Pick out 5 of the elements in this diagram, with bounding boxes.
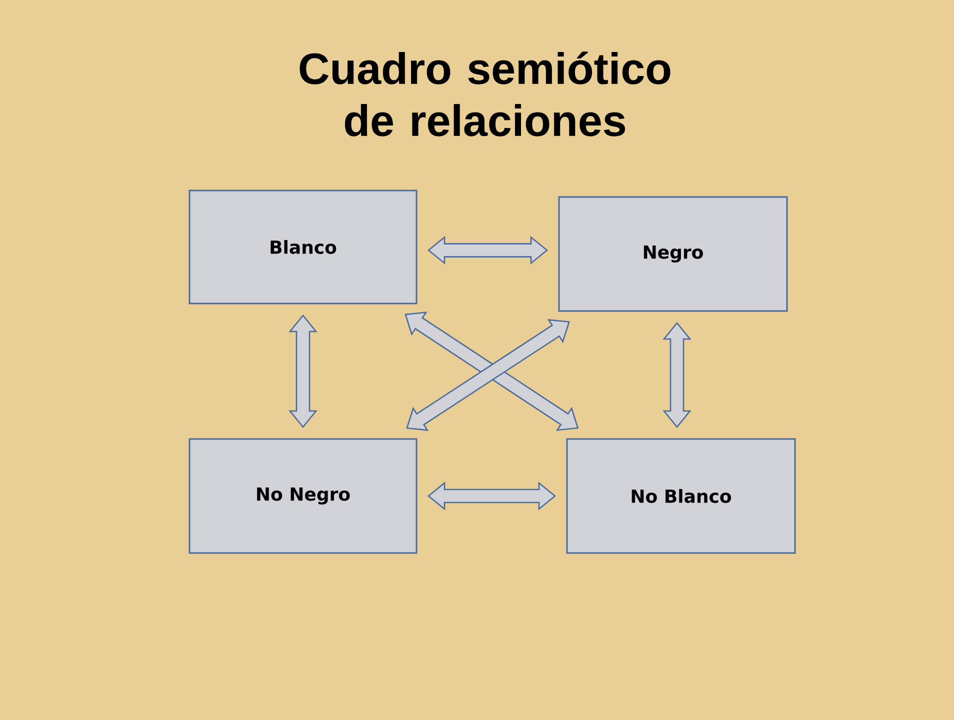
concept-box: Negro [558,196,788,312]
concept-box: No Negro [188,438,418,554]
title: Cuadro semiótico de relaciones [300,52,670,136]
concept-box: Blanco [188,190,418,304]
concept-box: No Blanco [566,438,796,554]
